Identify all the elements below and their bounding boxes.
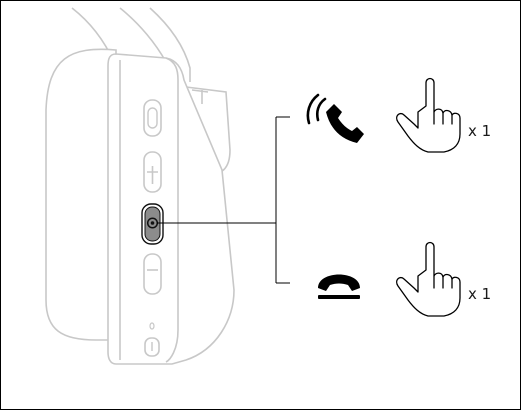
end-call-tap-count: x 1 [468, 285, 492, 303]
earcup [107, 53, 235, 365]
usb-port [144, 337, 160, 357]
single-tap-finger-icon [396, 241, 461, 317]
single-tap-finger-icon [396, 77, 461, 153]
volume-up-icon[interactable] [143, 151, 162, 193]
callout-lines [157, 116, 290, 284]
ear-cushion [45, 48, 117, 341]
hang-up-phone-icon [318, 274, 360, 299]
phone-ringing-icon [306, 93, 364, 143]
led-indicator [149, 322, 155, 330]
volume-down-icon[interactable] [143, 253, 162, 295]
power-slider-icon[interactable] [143, 99, 162, 137]
answer-tap-count: x 1 [468, 122, 492, 140]
multifunction-button[interactable] [141, 203, 164, 245]
